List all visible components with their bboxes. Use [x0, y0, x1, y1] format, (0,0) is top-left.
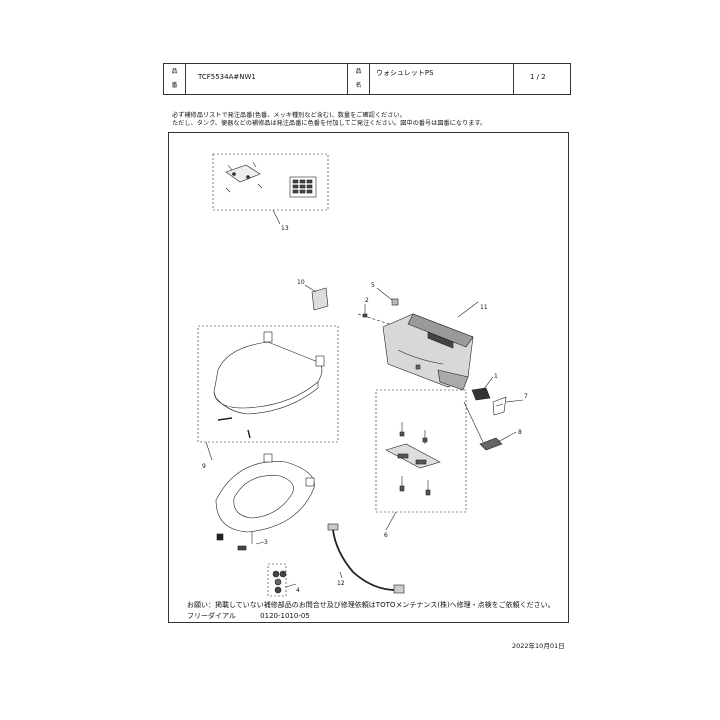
remote-control-icon: [289, 176, 317, 198]
callout-6: 6: [384, 532, 388, 539]
callout-1: 1: [494, 373, 498, 380]
part-number: TCF5534A#NW1: [198, 73, 256, 81]
part-2-screw-icon: [362, 304, 368, 318]
toilet-seat-icon: [215, 453, 315, 551]
callout-10: 10: [297, 279, 305, 286]
callout-3: 3: [264, 539, 268, 546]
freedial-label: フリーダイアル: [187, 612, 236, 620]
hinban-label-1: 品: [171, 68, 178, 75]
callout-4: 4: [296, 587, 300, 594]
issue-date: 2022年10月01日: [512, 642, 565, 650]
exploded-parts-diagram: 13 10 5 2 11 1 7 8 9 6 3 12 4: [197, 153, 528, 597]
base-plate-icon: [385, 422, 441, 496]
callout-13: 13: [281, 225, 289, 232]
note-line-1: 必ず補修品リストで発注品番(色番、メッキ種別など含む)、数量をご確認ください。: [172, 112, 406, 119]
callout-8: 8: [518, 429, 522, 436]
freedial-row: フリーダイアル 0120-1010-05: [187, 611, 310, 621]
part-1-block-icon: [471, 387, 491, 401]
callouts: 13 10 5 2 11 1 7 8 9 6 3 12 4: [202, 225, 528, 594]
lid-hinge-pins-icon: [217, 417, 251, 439]
group-13-box: [212, 153, 329, 211]
hinmei-label: 品 名: [348, 64, 370, 94]
part-4-box: [267, 563, 287, 597]
part-4-connector-icon: [272, 570, 287, 594]
remote-bracket-icon: [225, 161, 263, 193]
group-6-box: [375, 389, 467, 513]
diagram-frame: [168, 132, 569, 623]
callout-11: 11: [480, 304, 488, 311]
callout-7: 7: [524, 393, 528, 400]
part-7-clip-icon: [492, 396, 507, 416]
page-number: 1 / 2: [530, 73, 546, 81]
notes: 必ず補修品リストで発注品番(色番、メッキ種別など含む)、数量をご確認ください。 …: [172, 112, 486, 128]
product-name: ウォシュレットPS: [376, 69, 434, 77]
part-8-pad-icon: [479, 437, 503, 451]
freedial-number: 0120-1010-05: [260, 612, 310, 620]
note-line-2: ただし、タンク、便器などの補修品は発注品番に色番を付加してご発注ください。図中の…: [172, 120, 487, 127]
callout-5: 5: [371, 282, 375, 289]
service-notice: お願い：掲載していない補修部品のお問合せ及び修理依頼はTOTOメンテナンス(株)…: [187, 601, 555, 609]
hinban-label-2: 番: [171, 82, 178, 89]
hinmei-label-2: 名: [355, 82, 362, 89]
page-cell: 1 / 2: [514, 64, 570, 94]
product-name-cell: ウォシュレットPS: [370, 64, 514, 94]
part-5-nut-icon: [391, 298, 399, 306]
callout-9: 9: [202, 463, 206, 470]
callout-12: 12: [337, 580, 345, 587]
part-number-cell: TCF5534A#NW1: [186, 64, 348, 94]
main-unit-icon: [382, 313, 474, 391]
seat-lid-icon: [213, 331, 325, 415]
water-hose-icon: [327, 523, 405, 594]
group-9-box: [197, 325, 339, 443]
callout-2: 2: [365, 297, 369, 304]
hinban-label: 品 番: [164, 64, 186, 94]
header-table: 品 番 TCF5534A#NW1 品 名 ウォシュレットPS 1 / 2: [163, 63, 571, 95]
part-10-bracket-icon: [311, 287, 329, 311]
hinmei-label-1: 品: [355, 68, 362, 75]
